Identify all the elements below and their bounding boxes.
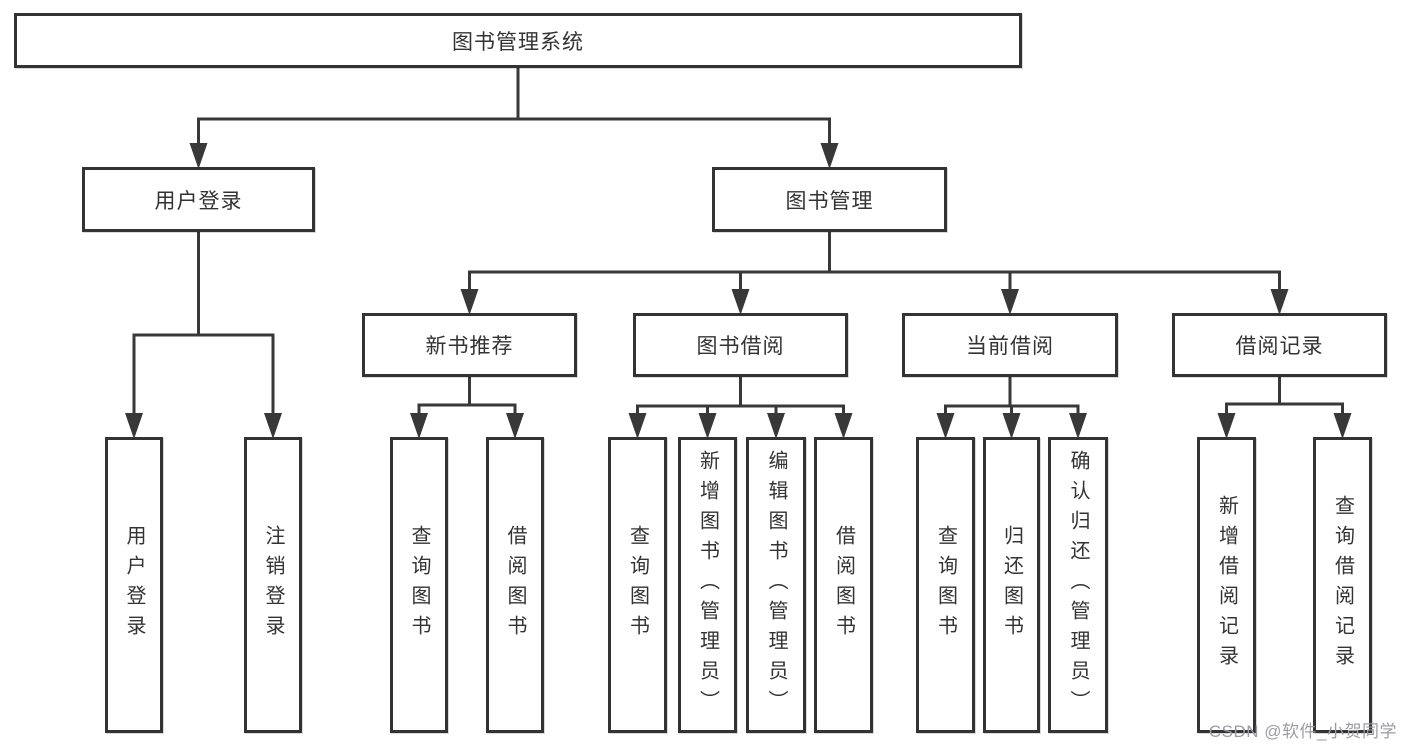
arrowhead-icon xyxy=(1270,289,1289,315)
watermark: CSDN @软件_小贺同学 xyxy=(1208,722,1397,741)
arrowhead-icon xyxy=(834,413,853,439)
node-leaf-query-books-3: 查询图书 xyxy=(916,437,975,733)
node-leaf-add-borrow-record: 新增借阅记录 xyxy=(1197,437,1256,733)
arrowhead-icon xyxy=(1001,289,1019,315)
node-leaf-add-books: 新增图书（管理员） xyxy=(678,437,737,733)
node-label-book-borrow: 图书借阅 xyxy=(696,335,785,358)
node-label-root: 图书管理系统 xyxy=(452,30,584,54)
node-leaf-borrow-books-1: 借阅图书 xyxy=(486,437,544,733)
node-label-leaf-confirm-return: 确认归还（管理员） xyxy=(1067,450,1089,720)
node-label-leaf-logout: 注销登录 xyxy=(262,525,284,645)
arrowhead-icon xyxy=(410,413,428,439)
node-label-leaf-add-borrow-record: 新增借阅记录 xyxy=(1215,495,1238,675)
arrowhead-icon xyxy=(1069,413,1087,439)
node-label-new-book-rec: 新书推荐 xyxy=(425,335,514,358)
node-label-borrow-records: 借阅记录 xyxy=(1235,335,1324,358)
arrowhead-icon xyxy=(698,413,717,439)
node-book-mgmt: 图书管理 xyxy=(712,167,947,232)
node-user-login: 用户登录 xyxy=(82,167,315,232)
arrowhead-icon xyxy=(820,143,839,169)
node-borrow-records: 借阅记录 xyxy=(1172,313,1387,377)
node-leaf-return-books: 归还图书 xyxy=(983,437,1040,733)
node-label-leaf-borrow-books-1: 借阅图书 xyxy=(504,525,526,645)
node-current-borrow: 当前借阅 xyxy=(902,313,1118,377)
node-root: 图书管理系统 xyxy=(14,13,1022,68)
node-leaf-query-borrow-record: 查询借阅记录 xyxy=(1313,437,1372,733)
arrowhead-icon xyxy=(628,413,647,439)
node-label-leaf-query-books-2: 查询图书 xyxy=(626,525,649,645)
node-leaf-edit-books: 编辑图书（管理员） xyxy=(746,437,806,733)
node-label-leaf-add-books: 新增图书（管理员） xyxy=(696,450,719,720)
arrowhead-icon xyxy=(1217,413,1236,439)
arrowhead-icon xyxy=(1333,413,1352,439)
node-book-borrow: 图书借阅 xyxy=(633,313,848,377)
arrowhead-icon xyxy=(264,413,282,439)
node-label-current-borrow: 当前借阅 xyxy=(966,335,1054,358)
arrowhead-icon xyxy=(1002,413,1021,439)
node-leaf-logout: 注销登录 xyxy=(244,437,302,733)
node-leaf-query-books-2: 查询图书 xyxy=(608,437,667,733)
node-label-leaf-query-books-1: 查询图书 xyxy=(408,525,430,645)
arrowhead-icon xyxy=(731,289,750,315)
node-leaf-confirm-return: 确认归还（管理员） xyxy=(1048,437,1108,733)
arrowhead-icon xyxy=(936,413,955,439)
arrowhead-icon xyxy=(460,289,479,315)
node-leaf-query-books-1: 查询图书 xyxy=(390,437,448,733)
node-label-leaf-query-books-3: 查询图书 xyxy=(934,525,957,645)
node-label-leaf-user-login: 用户登录 xyxy=(123,525,145,645)
arrowhead-icon xyxy=(506,413,524,439)
arrowhead-icon xyxy=(767,413,785,439)
arrowhead-icon xyxy=(125,413,143,439)
node-leaf-user-login: 用户登录 xyxy=(105,437,163,733)
node-label-user-login: 用户登录 xyxy=(154,189,243,213)
node-label-book-mgmt: 图书管理 xyxy=(785,189,874,213)
arrowhead-icon xyxy=(189,143,208,169)
node-new-book-rec: 新书推荐 xyxy=(362,313,577,377)
node-label-leaf-return-books: 归还图书 xyxy=(1000,525,1023,645)
node-label-leaf-query-borrow-record: 查询借阅记录 xyxy=(1331,495,1354,675)
node-leaf-borrow-books-2: 借阅图书 xyxy=(814,437,873,733)
node-label-leaf-borrow-books-2: 借阅图书 xyxy=(832,525,855,645)
node-label-leaf-edit-books: 编辑图书（管理员） xyxy=(765,450,787,720)
